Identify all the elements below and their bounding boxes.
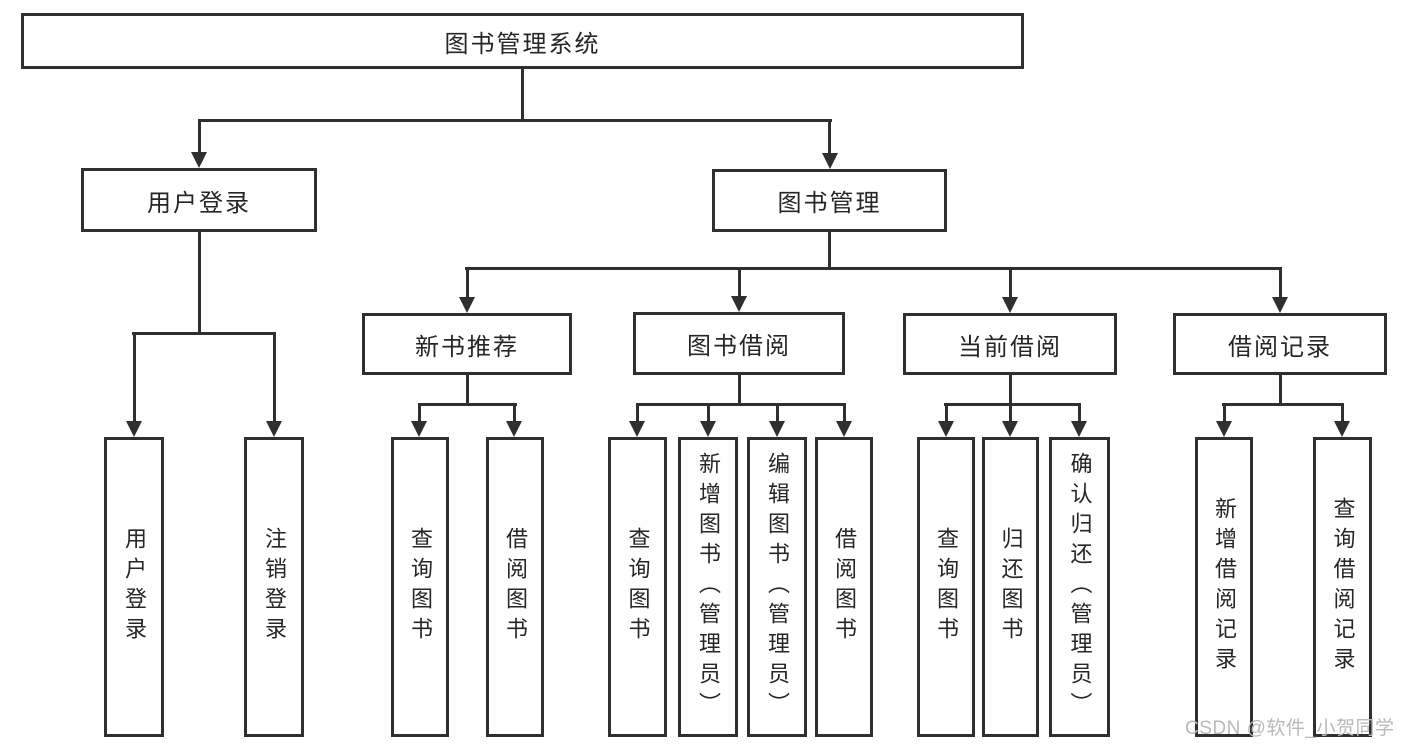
connector-line xyxy=(1279,267,1282,299)
node-bb-query-books: 查询图书 xyxy=(608,437,667,737)
connector-line xyxy=(418,403,517,406)
node-current-borrow: 当前借阅 xyxy=(903,313,1117,375)
arrow-down-icon xyxy=(1216,421,1232,437)
connector-line xyxy=(843,403,846,423)
node-book-borrow: 图书借阅 xyxy=(633,312,845,375)
connector-line xyxy=(1279,375,1282,406)
node-br-query-record: 查询借阅记录 xyxy=(1313,437,1372,737)
arrow-down-icon xyxy=(1002,297,1018,313)
connector-line xyxy=(521,69,524,120)
connector-line xyxy=(1009,375,1012,406)
connector-line xyxy=(945,403,948,423)
connector-line xyxy=(198,119,201,154)
connector-line xyxy=(198,119,832,122)
node-bb-edit-books: 编辑图书（管理员） xyxy=(747,437,807,737)
connector-line xyxy=(133,332,136,423)
connector-line xyxy=(636,403,639,423)
connector-line xyxy=(132,332,276,335)
node-book-management: 图书管理 xyxy=(712,169,947,232)
node-user-login: 用户登录 xyxy=(81,168,317,232)
arrow-down-icon xyxy=(938,421,954,437)
connector-line xyxy=(273,332,276,423)
node-logout-leaf: 注销登录 xyxy=(244,437,304,737)
connector-line xyxy=(1222,403,1344,406)
connector-line xyxy=(466,267,469,299)
node-root: 图书管理系统 xyxy=(21,13,1024,69)
connector-line xyxy=(1223,403,1226,423)
connector-line xyxy=(1078,403,1081,423)
connector-line xyxy=(944,403,1081,406)
connector-line xyxy=(198,232,201,335)
node-borrow-records: 借阅记录 xyxy=(1173,313,1387,375)
arrow-down-icon xyxy=(731,296,747,312)
csdn-watermark: CSDN @软件_小贺同学 xyxy=(1185,718,1395,739)
connector-line xyxy=(776,403,779,423)
arrow-down-icon xyxy=(1334,421,1350,437)
connector-line xyxy=(465,267,1282,270)
arrow-down-icon xyxy=(459,297,475,313)
node-cb-return-books: 归还图书 xyxy=(982,437,1039,737)
arrow-down-icon xyxy=(1002,421,1018,437)
arrow-down-icon xyxy=(126,421,142,437)
connector-line xyxy=(707,403,710,423)
node-bb-add-books: 新增图书（管理员） xyxy=(678,437,738,737)
connector-line xyxy=(738,375,741,406)
node-rec-query-books: 查询图书 xyxy=(391,437,449,737)
node-bb-borrow-books: 借阅图书 xyxy=(815,437,873,737)
connector-line xyxy=(1009,267,1012,299)
arrow-down-icon xyxy=(700,421,716,437)
node-br-add-record: 新增借阅记录 xyxy=(1195,437,1253,737)
arrow-down-icon xyxy=(1071,421,1087,437)
connector-line xyxy=(1341,403,1344,423)
connector-line xyxy=(636,403,846,406)
arrow-down-icon xyxy=(769,421,785,437)
arrow-down-icon xyxy=(506,421,522,437)
arrow-down-icon xyxy=(1272,297,1288,313)
arrow-down-icon xyxy=(836,421,852,437)
connector-line xyxy=(828,119,831,155)
connector-line xyxy=(828,232,831,270)
connector-line xyxy=(418,403,421,423)
arrow-down-icon xyxy=(411,421,427,437)
arrow-down-icon xyxy=(629,421,645,437)
connector-line xyxy=(1009,403,1012,423)
arrow-down-icon xyxy=(822,153,838,169)
arrow-down-icon xyxy=(266,421,282,437)
arrow-down-icon xyxy=(191,152,207,168)
connector-line xyxy=(738,267,741,299)
node-cb-query-books: 查询图书 xyxy=(917,437,975,737)
node-new-book-recommend: 新书推荐 xyxy=(362,313,572,375)
node-login-leaf: 用户登录 xyxy=(104,437,164,737)
connector-line xyxy=(513,403,516,423)
connector-line xyxy=(466,375,469,406)
node-cb-confirm-return: 确认归还（管理员） xyxy=(1049,437,1110,737)
node-rec-borrow-books: 借阅图书 xyxy=(486,437,544,737)
